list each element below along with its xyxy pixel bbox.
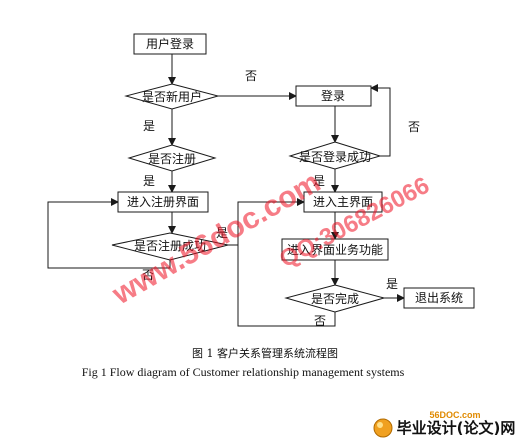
label-register-success: 是否注册成功	[134, 238, 206, 253]
edge-label-login-ok-yes: 是	[313, 174, 325, 188]
node-enter-main-ui	[303, 191, 383, 213]
logo-name: 毕业设计(论文)网	[397, 419, 516, 437]
label-business-functions: 进入界面业务功能	[287, 242, 383, 257]
node-labels: 用户登录 是否新用户 是否注册 进入注册界面 是否注册成功 登录 是否登录成功 …	[127, 36, 463, 306]
edge-login-fail-loop	[370, 84, 391, 157]
edge-label-new-user-no: 否	[245, 69, 257, 83]
edge-labels: 否 是 是 否 是 是 否 是 否	[142, 69, 420, 328]
figure-caption: 图 1 客户关系管理系统流程图 Fig 1 Flow diagram of Cu…	[82, 346, 405, 379]
edge-label-login-fail-no: 否	[408, 120, 420, 134]
edge-label-done-no: 否	[314, 314, 326, 328]
node-user-login	[133, 33, 207, 55]
edge-label-new-user-yes: 是	[143, 119, 155, 133]
site-logo: 56DOC.com 毕业设计(论文)网	[373, 410, 516, 438]
node-is-new-user	[124, 83, 220, 110]
logo-ball-icon	[373, 418, 393, 438]
node-is-registered	[127, 144, 217, 172]
node-is-done	[284, 284, 386, 313]
label-login: 登录	[321, 88, 345, 103]
node-enter-register-ui	[117, 191, 209, 213]
edge-label-register-fail-no: 否	[142, 268, 154, 282]
node-register-success	[111, 232, 229, 261]
logo-ball-highlight-icon	[377, 422, 383, 428]
caption-chinese: 图 1 客户关系管理系统流程图	[192, 346, 338, 360]
label-enter-register-ui: 进入注册界面	[127, 194, 199, 209]
edge-label-registered-yes: 是	[143, 174, 155, 188]
edge-label-done-yes: 是	[386, 277, 398, 291]
node-exit-system	[403, 287, 475, 309]
caption-english: Fig 1 Flow diagram of Customer relations…	[82, 365, 405, 379]
label-is-registered: 是否注册	[148, 151, 196, 166]
connectors	[47, 54, 405, 327]
node-business-functions	[281, 238, 389, 261]
node-login	[295, 85, 372, 107]
edge-label-register-ok-yes: 是	[216, 226, 228, 240]
label-exit-system: 退出系统	[415, 291, 463, 305]
nodes	[111, 33, 475, 313]
logo-site: 56DOC.com	[429, 410, 480, 420]
label-is-done: 是否完成	[311, 291, 359, 306]
label-login-success: 是否登录成功	[299, 149, 371, 164]
edge-reg-fail-loop	[47, 198, 171, 269]
label-is-new-user: 是否新用户	[142, 89, 202, 104]
label-enter-main-ui: 进入主界面	[313, 195, 373, 209]
edge-done-no-loop	[237, 202, 336, 327]
label-user-login: 用户登录	[146, 36, 194, 51]
node-login-success	[288, 141, 382, 170]
